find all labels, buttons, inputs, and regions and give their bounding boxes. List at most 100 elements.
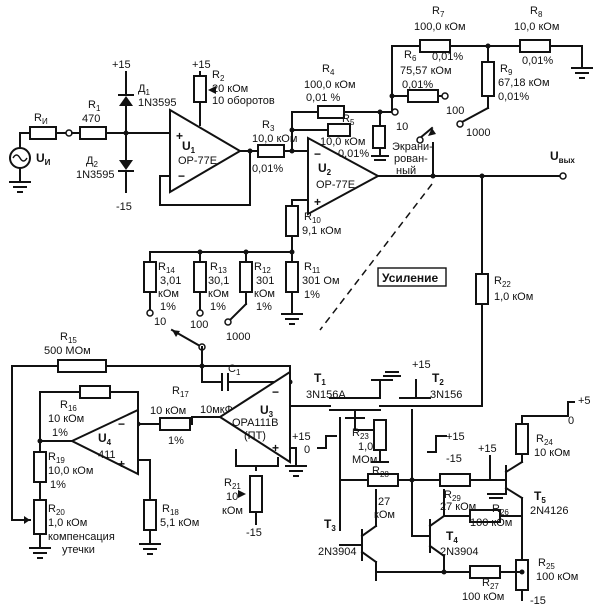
r12-label: R12: [254, 261, 271, 275]
r2-val1: 20 кОм: [212, 83, 248, 95]
t3-type: 2N3904: [318, 546, 357, 558]
r25-value: 100 кОм: [536, 571, 578, 583]
r29-value: 27 кОм: [440, 501, 476, 513]
r6-label: R6: [404, 49, 417, 63]
diode-d1: [119, 96, 133, 106]
u1-plus15: +15: [192, 59, 211, 71]
u3-type: OPA111B: [232, 417, 278, 429]
opamp-u1: + −: [169, 108, 242, 194]
r26-value: 100 кОм: [470, 517, 512, 529]
u2-type: OP-77E: [316, 179, 355, 191]
d2-label: Д2: [86, 155, 98, 169]
svg-text:+: +: [314, 195, 321, 209]
r9-tol: 0,01%: [498, 91, 529, 103]
shield-label-2: рован-: [394, 153, 428, 165]
transistor-t4: [411, 479, 446, 558]
r8-label: R8: [530, 5, 543, 19]
r11-label: R11: [304, 261, 321, 275]
opamp-u2: − +: [307, 136, 381, 216]
r14-tol: 1%: [160, 301, 176, 313]
u3-neg15: -15: [246, 527, 262, 539]
opamp-u4: − +: [69, 408, 139, 476]
t4-label: T4: [446, 529, 458, 545]
svg-text:+: +: [272, 441, 279, 455]
input-source: [9, 132, 31, 193]
r17-label: R17: [172, 385, 189, 399]
r7-value: 100,0 кОм: [414, 21, 466, 33]
resistor-r13: [193, 261, 207, 293]
comp-line1: компенсация: [48, 531, 115, 543]
r21-val1: 10: [226, 491, 238, 503]
svg-text:−: −: [272, 385, 279, 399]
r2-label: R2: [212, 69, 225, 83]
r14-label: R14: [158, 261, 175, 275]
pulse-l2: 0: [304, 444, 310, 456]
r19-tol: 1%: [50, 479, 66, 491]
u1-type: OP-77E: [178, 155, 217, 167]
resistor-r14: [143, 261, 157, 293]
diode-d2: [119, 160, 133, 170]
resistor-r20: [33, 499, 47, 535]
d1-type: 1N3595: [138, 97, 177, 109]
r10-label: R10: [304, 211, 321, 225]
pulse-right: [427, 435, 447, 453]
r3-label: R3: [262, 119, 275, 133]
pulse-r2: -15: [446, 453, 462, 465]
t4-type: 2N3904: [440, 546, 479, 558]
resistor-r4: [317, 105, 345, 119]
r25-label: R25: [538, 557, 555, 571]
r13-val2: кОм: [208, 288, 229, 300]
resistor-r29: [439, 473, 471, 487]
t1-label: T1: [314, 371, 326, 387]
r10-value: 9,1 кОм: [302, 225, 341, 237]
resistor-r12: [239, 261, 253, 293]
transistor-t3: [339, 489, 378, 564]
r7-tol: 0,01%: [432, 51, 463, 63]
r18-value: 5,1 кОм: [160, 517, 199, 529]
r23-label: R23: [352, 427, 369, 441]
r12-val2: кОм: [254, 288, 275, 300]
r7-label: R7: [432, 5, 445, 19]
r20-value: 1,0 кОм: [48, 517, 87, 529]
r24-label: R24: [536, 433, 553, 447]
r11-tol: 1%: [304, 289, 320, 301]
u1-label: U1: [182, 139, 196, 155]
sw2-100: 100: [190, 319, 208, 331]
resistor-r11: [285, 261, 299, 293]
u4-type: 411: [98, 449, 116, 461]
r8-tol: 0,01%: [522, 55, 553, 67]
r4-tol: 0,01 %: [306, 92, 340, 104]
t1-type: 3N156A: [306, 389, 346, 401]
r11-value: 301 Ом: [302, 275, 340, 287]
r3-value: 10,0 кОм: [252, 133, 297, 145]
r5-tol: 0,01%: [338, 148, 369, 160]
sw-1000: 1000: [466, 127, 490, 139]
resistor-r23: [373, 419, 387, 451]
u4-label: U4: [98, 431, 112, 447]
r6-tol: 0,01%: [402, 79, 433, 91]
t5-label: T5: [534, 489, 546, 505]
transistor-t5: [504, 453, 524, 517]
sw-10: 10: [396, 121, 408, 133]
r15-label: R15: [60, 331, 77, 345]
comp-line2: утечки: [62, 544, 95, 556]
resistor-r18: [143, 499, 157, 531]
r14-val2: кОм: [158, 288, 179, 300]
r28-val2: кОм: [374, 509, 395, 521]
r20-label: R20: [48, 503, 65, 517]
ground-t1: [383, 371, 401, 377]
resistor-r19: [33, 451, 47, 483]
r19-value: 10,0 кОм: [48, 465, 93, 477]
r27-label: R27: [482, 577, 499, 591]
resistor-r22: [475, 273, 489, 305]
c1-label: C1: [228, 363, 241, 377]
t5-plus15: +15: [478, 443, 497, 455]
t3-label: T3: [324, 517, 336, 533]
r28-val1: 27: [378, 496, 390, 508]
r23-val1: 1,0: [358, 441, 373, 453]
bottom-neg15: -15: [530, 595, 546, 607]
r4-value: 100,0 кОм: [304, 79, 356, 91]
sw2-10: 10: [154, 316, 166, 328]
uout-label: Uвых: [550, 149, 575, 165]
